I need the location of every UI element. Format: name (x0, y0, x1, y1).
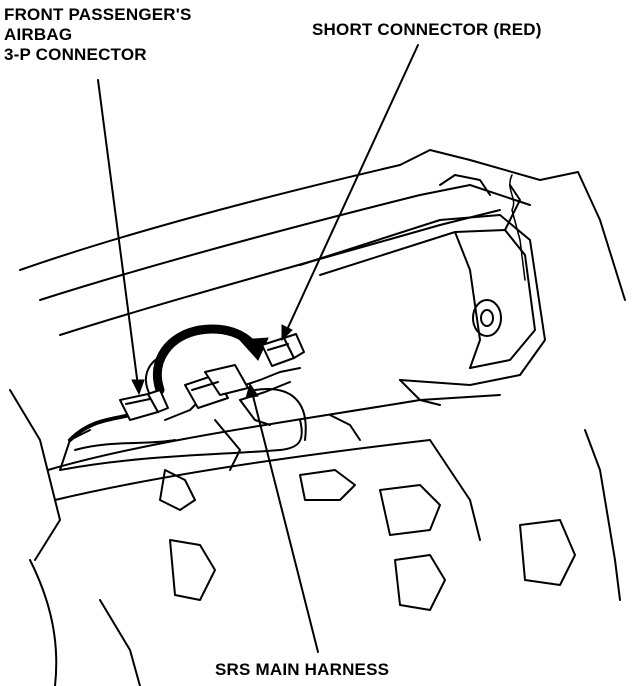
passenger-3p-connector (119, 389, 169, 421)
lower-dash-cutouts (29, 379, 576, 686)
short-connector (261, 333, 305, 367)
airbag-module (299, 174, 546, 386)
passenger-label-line-3: 3-P CONNECTOR (4, 45, 147, 64)
passenger-label-line-1: FRONT PASSENGER'S (4, 5, 192, 24)
leader-short-connector (285, 44, 419, 333)
harness-wires (59, 354, 307, 471)
passenger-label-line-2: AIRBAG (4, 25, 73, 44)
short-connector-label: SHORT CONNECTOR (RED) (312, 20, 542, 39)
srs-main-connectors (184, 364, 249, 409)
srs-main-harness-label: SRS MAIN HARNESS (215, 660, 390, 679)
leader-srs-harness (251, 391, 319, 653)
passenger-airbag-connector-label: FRONT PASSENGER'S AIRBAG 3-P CONNECTOR (4, 5, 192, 65)
dashboard-outline (9, 149, 626, 601)
leader-lines (97, 44, 419, 653)
leader-passenger-connector (97, 79, 139, 387)
